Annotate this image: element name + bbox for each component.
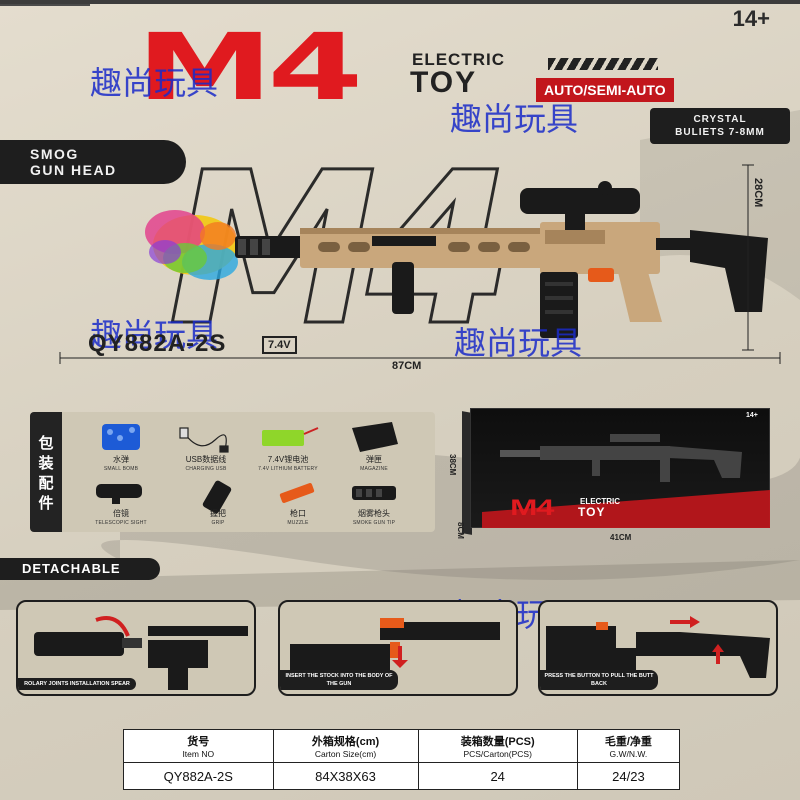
watermark: 趣尚玩具 — [454, 324, 583, 362]
accessory-name-cn: USB数据线 — [185, 455, 227, 464]
box-logo-m4: M4 — [510, 495, 554, 520]
spec-header-en: PCS/Carton(PCS) — [463, 749, 532, 759]
accessory-item: 倍镜 TELESCOPIC SIGHT — [81, 508, 161, 526]
spec-header-cn: 货号 — [187, 736, 210, 748]
smog-line1: SMOG — [30, 146, 79, 162]
accessory-name-cn: 倍镜 — [113, 509, 129, 518]
length-label: 87CM — [392, 360, 422, 372]
install-step-1: ROLARY JOINTS INSTALLATION SPEAR — [16, 600, 256, 696]
box-logo-toy: TOY — [578, 505, 606, 519]
step-caption: INSERT THE STOCK INTO THE BODY OF THE GU… — [280, 670, 398, 690]
usb-cable-icon — [179, 427, 229, 453]
accessory-name-en: SMOKE GUN TIP — [352, 520, 396, 526]
accessory-name-cn: 握把 — [210, 509, 226, 518]
accessory-name-cn: 弹匣 — [366, 455, 382, 464]
magazine-icon — [352, 422, 398, 452]
accessory-name-en: GRIP — [211, 520, 225, 526]
crystal-line2: BULIETS 7-8MM — [675, 127, 765, 138]
accessory-item: 7.4V锂电池 7.4V LITHIUM BATTERY — [248, 454, 328, 472]
spec-header-cn: 外箱规格(cm) — [311, 736, 380, 748]
title-m4: M4 — [136, 14, 363, 121]
box-width-label: 41CM — [610, 533, 632, 542]
accessory-name-en: SMALL BOMB — [103, 466, 139, 472]
watermark: 趣尚玩具 — [90, 316, 219, 354]
step-3-illustration — [546, 616, 770, 678]
spec-value-cell: QY882A-2S — [123, 762, 274, 790]
accessory-item: 烟雾枪头 SMOKE GUN TIP — [334, 508, 414, 526]
step-caption: PRESS THE BUTTON TO PULL THE BUTT BACK — [540, 670, 658, 690]
spec-value-cell: 84X38X63 — [272, 762, 419, 790]
side-char: 配 — [38, 475, 54, 492]
accessory-item: USB数据线 CHARGING USB — [166, 454, 246, 472]
smoke-tip-icon — [352, 486, 396, 500]
spec-value-cell: 24 — [417, 762, 578, 790]
install-step-3: PRESS THE BUTTON TO PULL THE BUTT BACK — [538, 600, 778, 696]
water-beads-icon — [102, 424, 140, 450]
accessory-item: 枪口 MUZZLE — [258, 508, 338, 526]
accessory-name-en: MAGAZINE — [360, 466, 388, 472]
title-toy: TOY — [410, 66, 478, 99]
battery-icon — [262, 427, 319, 446]
accessories-side-label: 包 装 配 件 — [30, 412, 62, 532]
detachable-badge: DETACHABLE — [0, 558, 160, 580]
spec-value-cell: 24/23 — [576, 762, 681, 790]
box-logo-electric: ELECTRIC — [580, 497, 620, 506]
stripe-decoration — [548, 58, 658, 70]
spec-header-cell: 装箱数量(PCS)PCS/Carton(PCS) — [417, 729, 578, 763]
accessory-name-cn: 7.4V锂电池 — [267, 455, 309, 464]
smog-gun-head-badge: SMOG GUN HEAD — [0, 140, 186, 184]
accessory-item: 水弹 SMALL BOMB — [81, 454, 161, 472]
side-char: 装 — [38, 455, 54, 472]
accessory-name-cn: 枪口 — [290, 509, 306, 518]
model-number: QY882A-2S — [88, 330, 227, 357]
accessory-item: 弹匣 MAGAZINE — [334, 454, 414, 472]
smog-line2: GUN HEAD — [30, 162, 117, 178]
fire-mode-badge: AUTO/SEMI-AUTO — [536, 78, 674, 102]
accessory-name-en: CHARGING USB — [185, 466, 227, 472]
spec-header-en: G.W/N.W. — [609, 749, 648, 759]
watermark: 趣尚玩具 — [450, 100, 579, 138]
scope-icon — [96, 484, 142, 504]
age-rating: 14+ — [732, 6, 770, 31]
step-caption: ROLARY JOINTS INSTALLATION SPEAR — [18, 678, 136, 690]
spec-header-en: Item NO — [182, 749, 215, 759]
side-char: 件 — [38, 495, 54, 512]
box-height-label: 38CM — [448, 454, 457, 476]
box-age-rating: 14+ — [746, 412, 758, 419]
spec-header-en: Carton Size(cm) — [314, 749, 377, 759]
accessory-name-en: MUZZLE — [287, 520, 309, 526]
grip-icon — [202, 480, 232, 514]
step-2-illustration — [290, 618, 500, 670]
side-char: 包 — [38, 435, 54, 452]
spec-header-cell: 外箱规格(cm)Carton Size(cm) — [272, 729, 419, 763]
smoke-cloud-icon — [145, 210, 238, 280]
step-1-illustration — [34, 616, 248, 690]
watermark: 趣尚玩具 — [90, 64, 219, 102]
install-step-2: INSERT THE STOCK INTO THE BODY OF THE GU… — [278, 600, 518, 696]
muzzle-icon — [279, 483, 315, 503]
height-label: 28CM — [752, 178, 764, 208]
accessory-name-cn: 烟雾枪头 — [358, 509, 390, 518]
spec-value-row: QY882A-2S 84X38X63 24 24/23 — [123, 762, 681, 790]
spec-header-cn: 毛重/净重 — [604, 736, 652, 748]
top-edge-bar — [0, 0, 800, 4]
accessory-name-en: TELESCOPIC SIGHT — [95, 520, 147, 526]
title-electric: ELECTRIC — [412, 50, 505, 69]
box-depth-label: 8CM — [456, 522, 465, 539]
spec-header-cn: 装箱数量(PCS) — [460, 736, 535, 748]
voltage-badge: 7.4V — [262, 336, 297, 354]
accessory-name-en: 7.4V LITHIUM BATTERY — [258, 466, 318, 472]
crystal-bullets-badge: CRYSTAL BULIETS 7-8MM — [650, 108, 790, 144]
crystal-line1: CRYSTAL — [693, 114, 747, 125]
accessory-item: 握把 GRIP — [178, 508, 258, 526]
accessory-name-cn: 水弹 — [113, 455, 129, 464]
